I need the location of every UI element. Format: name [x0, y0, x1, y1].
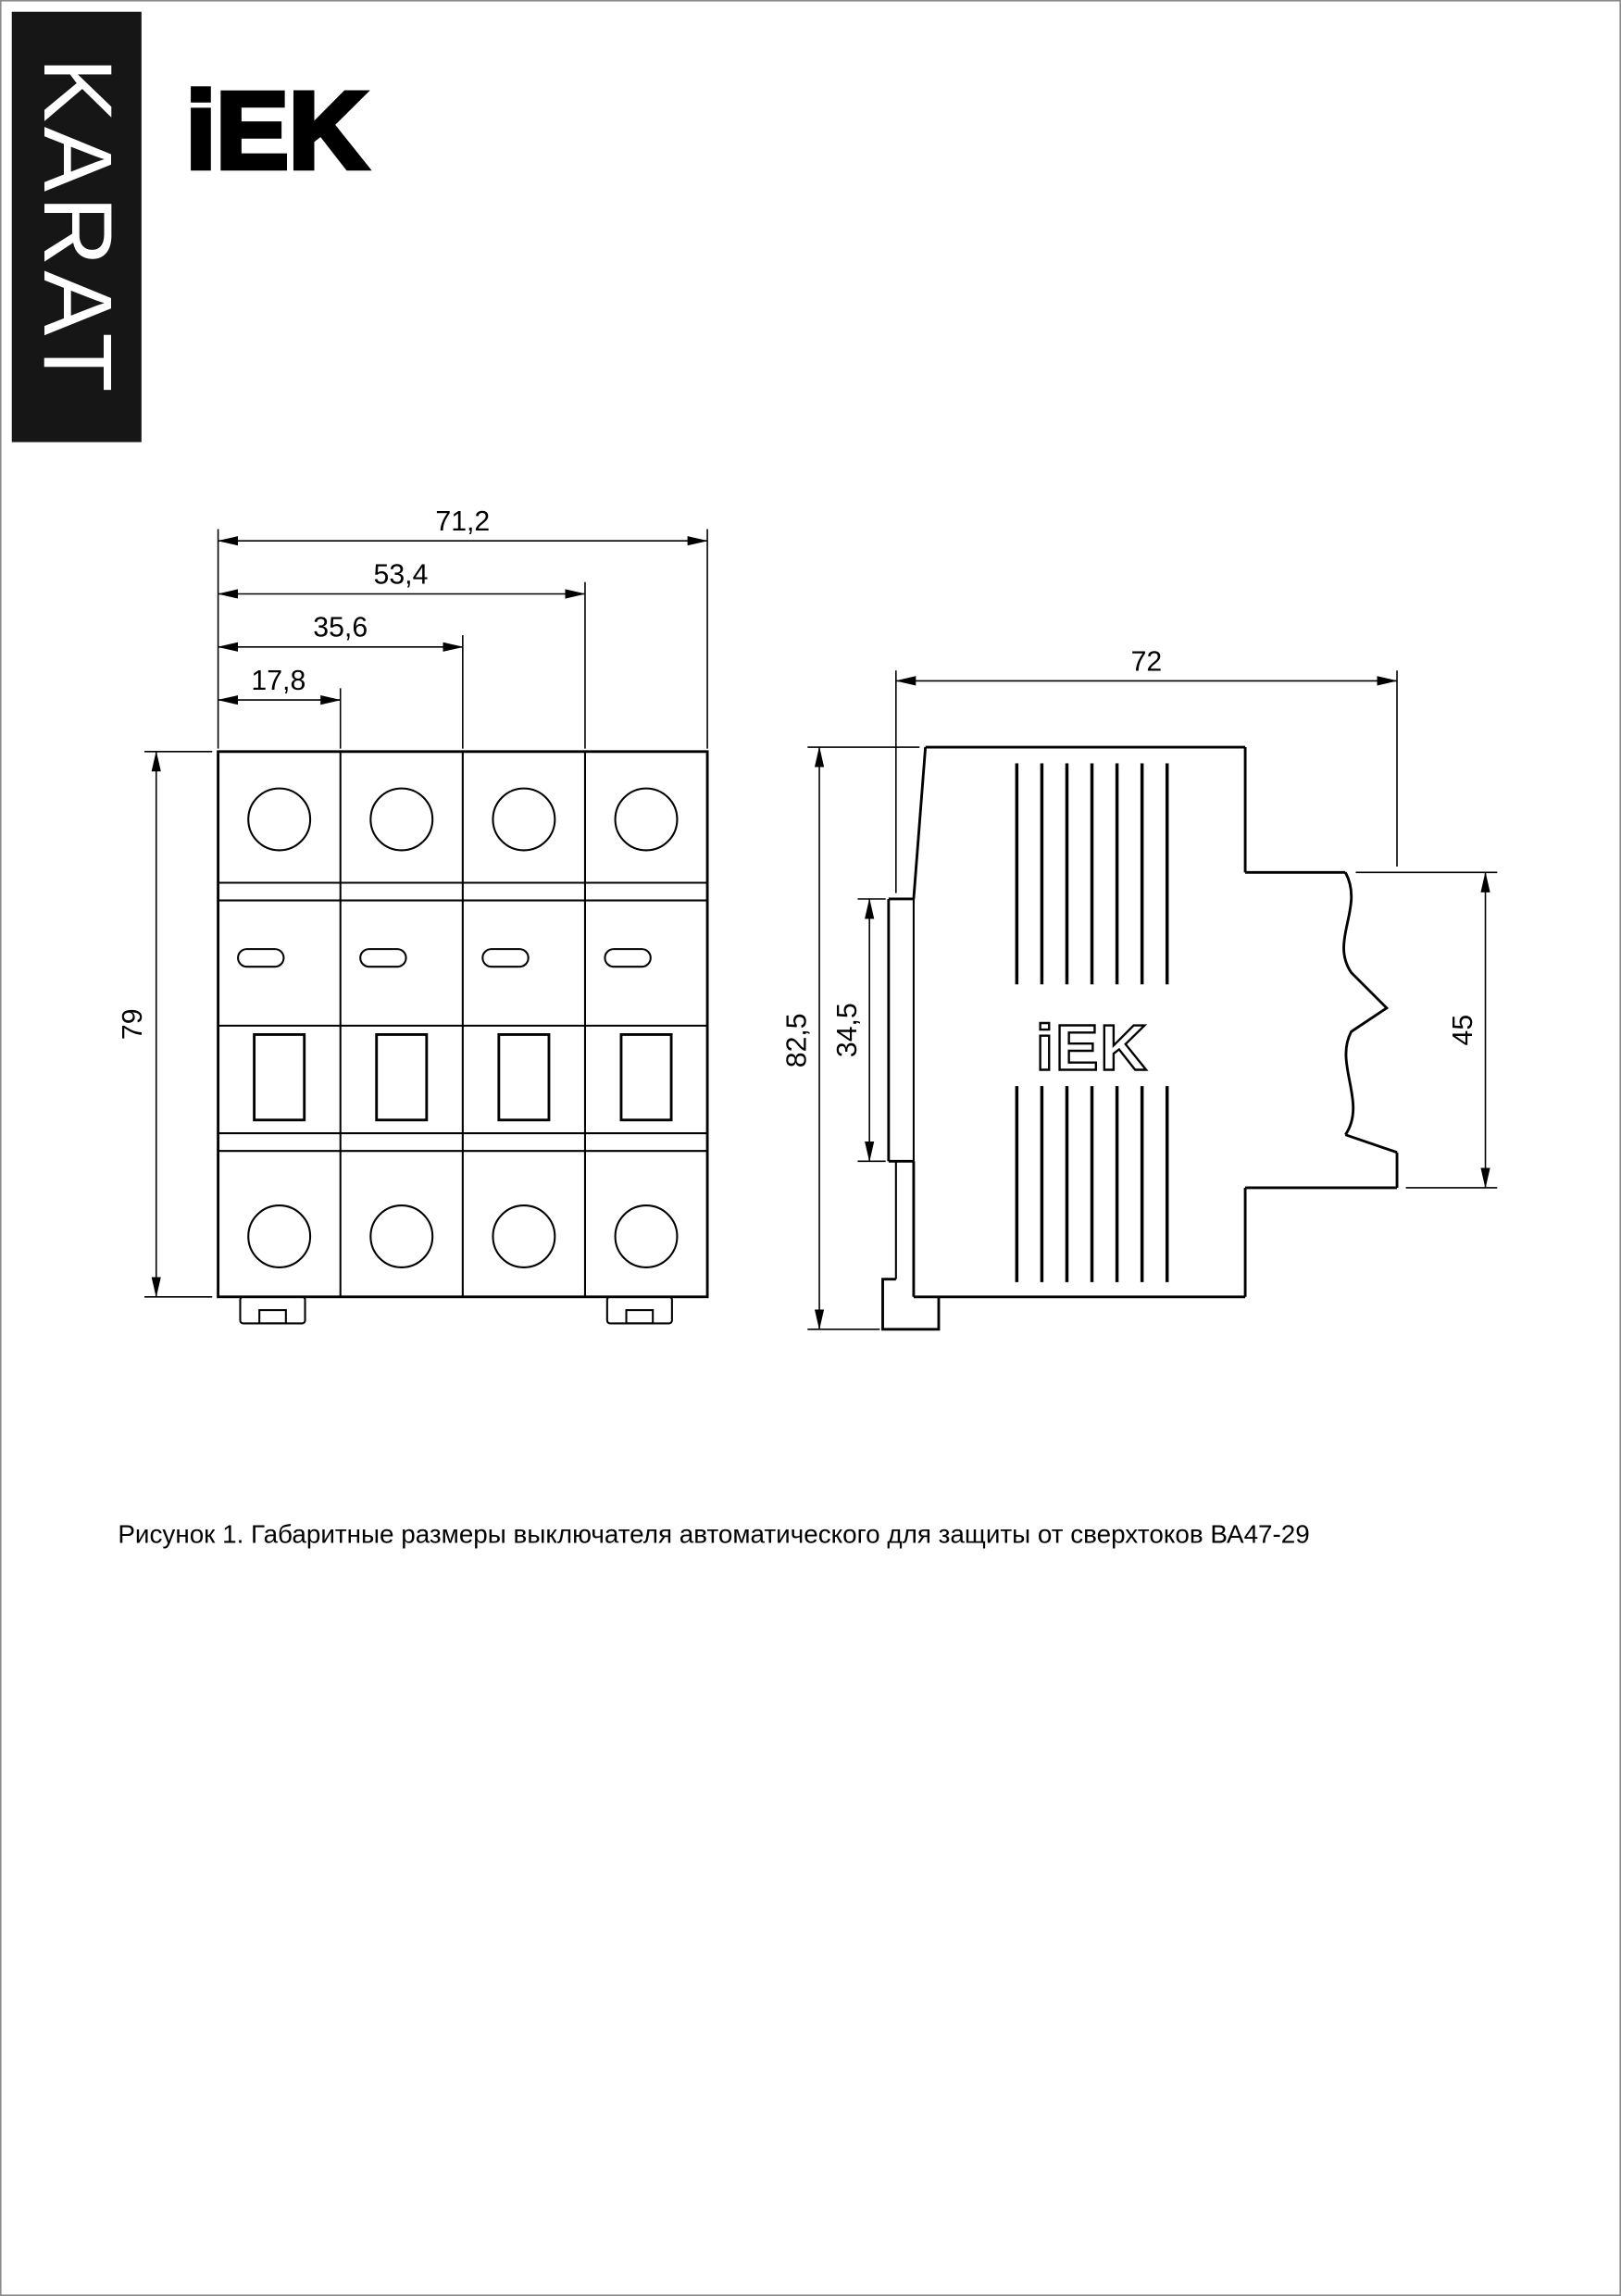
- dim-depth: 72: [1131, 646, 1163, 677]
- side-iek-logo: iEK: [1036, 1012, 1149, 1084]
- iek-logo: iEK: [186, 69, 368, 191]
- toggle-handles: [218, 1024, 708, 1153]
- ventilation-slots-upper: [1015, 763, 1169, 985]
- dim-width-1mod: 17,8: [251, 666, 305, 696]
- figure-caption: Рисунок 1. Габаритные размеры выключател…: [118, 1520, 1309, 1549]
- screw-terminals-bottom: [247, 1204, 679, 1268]
- dim-height-side: 82,5: [782, 1013, 813, 1067]
- dim-front: 45: [1448, 1015, 1478, 1046]
- dim-height-front: 79: [118, 1008, 148, 1040]
- karat-banner-text: KARAT: [23, 57, 131, 396]
- dim-width-3mod: 53,4: [374, 559, 429, 590]
- side-dimensions: 72 82,5 34,5 45: [782, 646, 1498, 1330]
- dim-width-2mod: 35,6: [313, 613, 368, 643]
- ventilation-slots-lower: [1015, 1086, 1169, 1282]
- karat-banner-bg: [11, 11, 142, 443]
- karat-banner: KARAT: [11, 11, 142, 443]
- dim-rail: 34,5: [832, 1003, 863, 1057]
- breaker-body: [217, 750, 709, 1325]
- side-view-drawing: iEK 72 82,5 34,5 45: [782, 646, 1498, 1331]
- module-dividers: [339, 751, 586, 1297]
- din-clips: [239, 1295, 673, 1325]
- dim-width-full: 71,2: [435, 506, 490, 537]
- label-slots: [237, 948, 652, 968]
- side-outline: [881, 745, 1399, 1331]
- screw-terminals-top: [247, 787, 679, 852]
- front-dimensions: 71,2 53,4 35,6 17,8 79: [118, 506, 708, 1298]
- front-view-drawing: 71,2 53,4 35,6 17,8 79: [118, 506, 709, 1325]
